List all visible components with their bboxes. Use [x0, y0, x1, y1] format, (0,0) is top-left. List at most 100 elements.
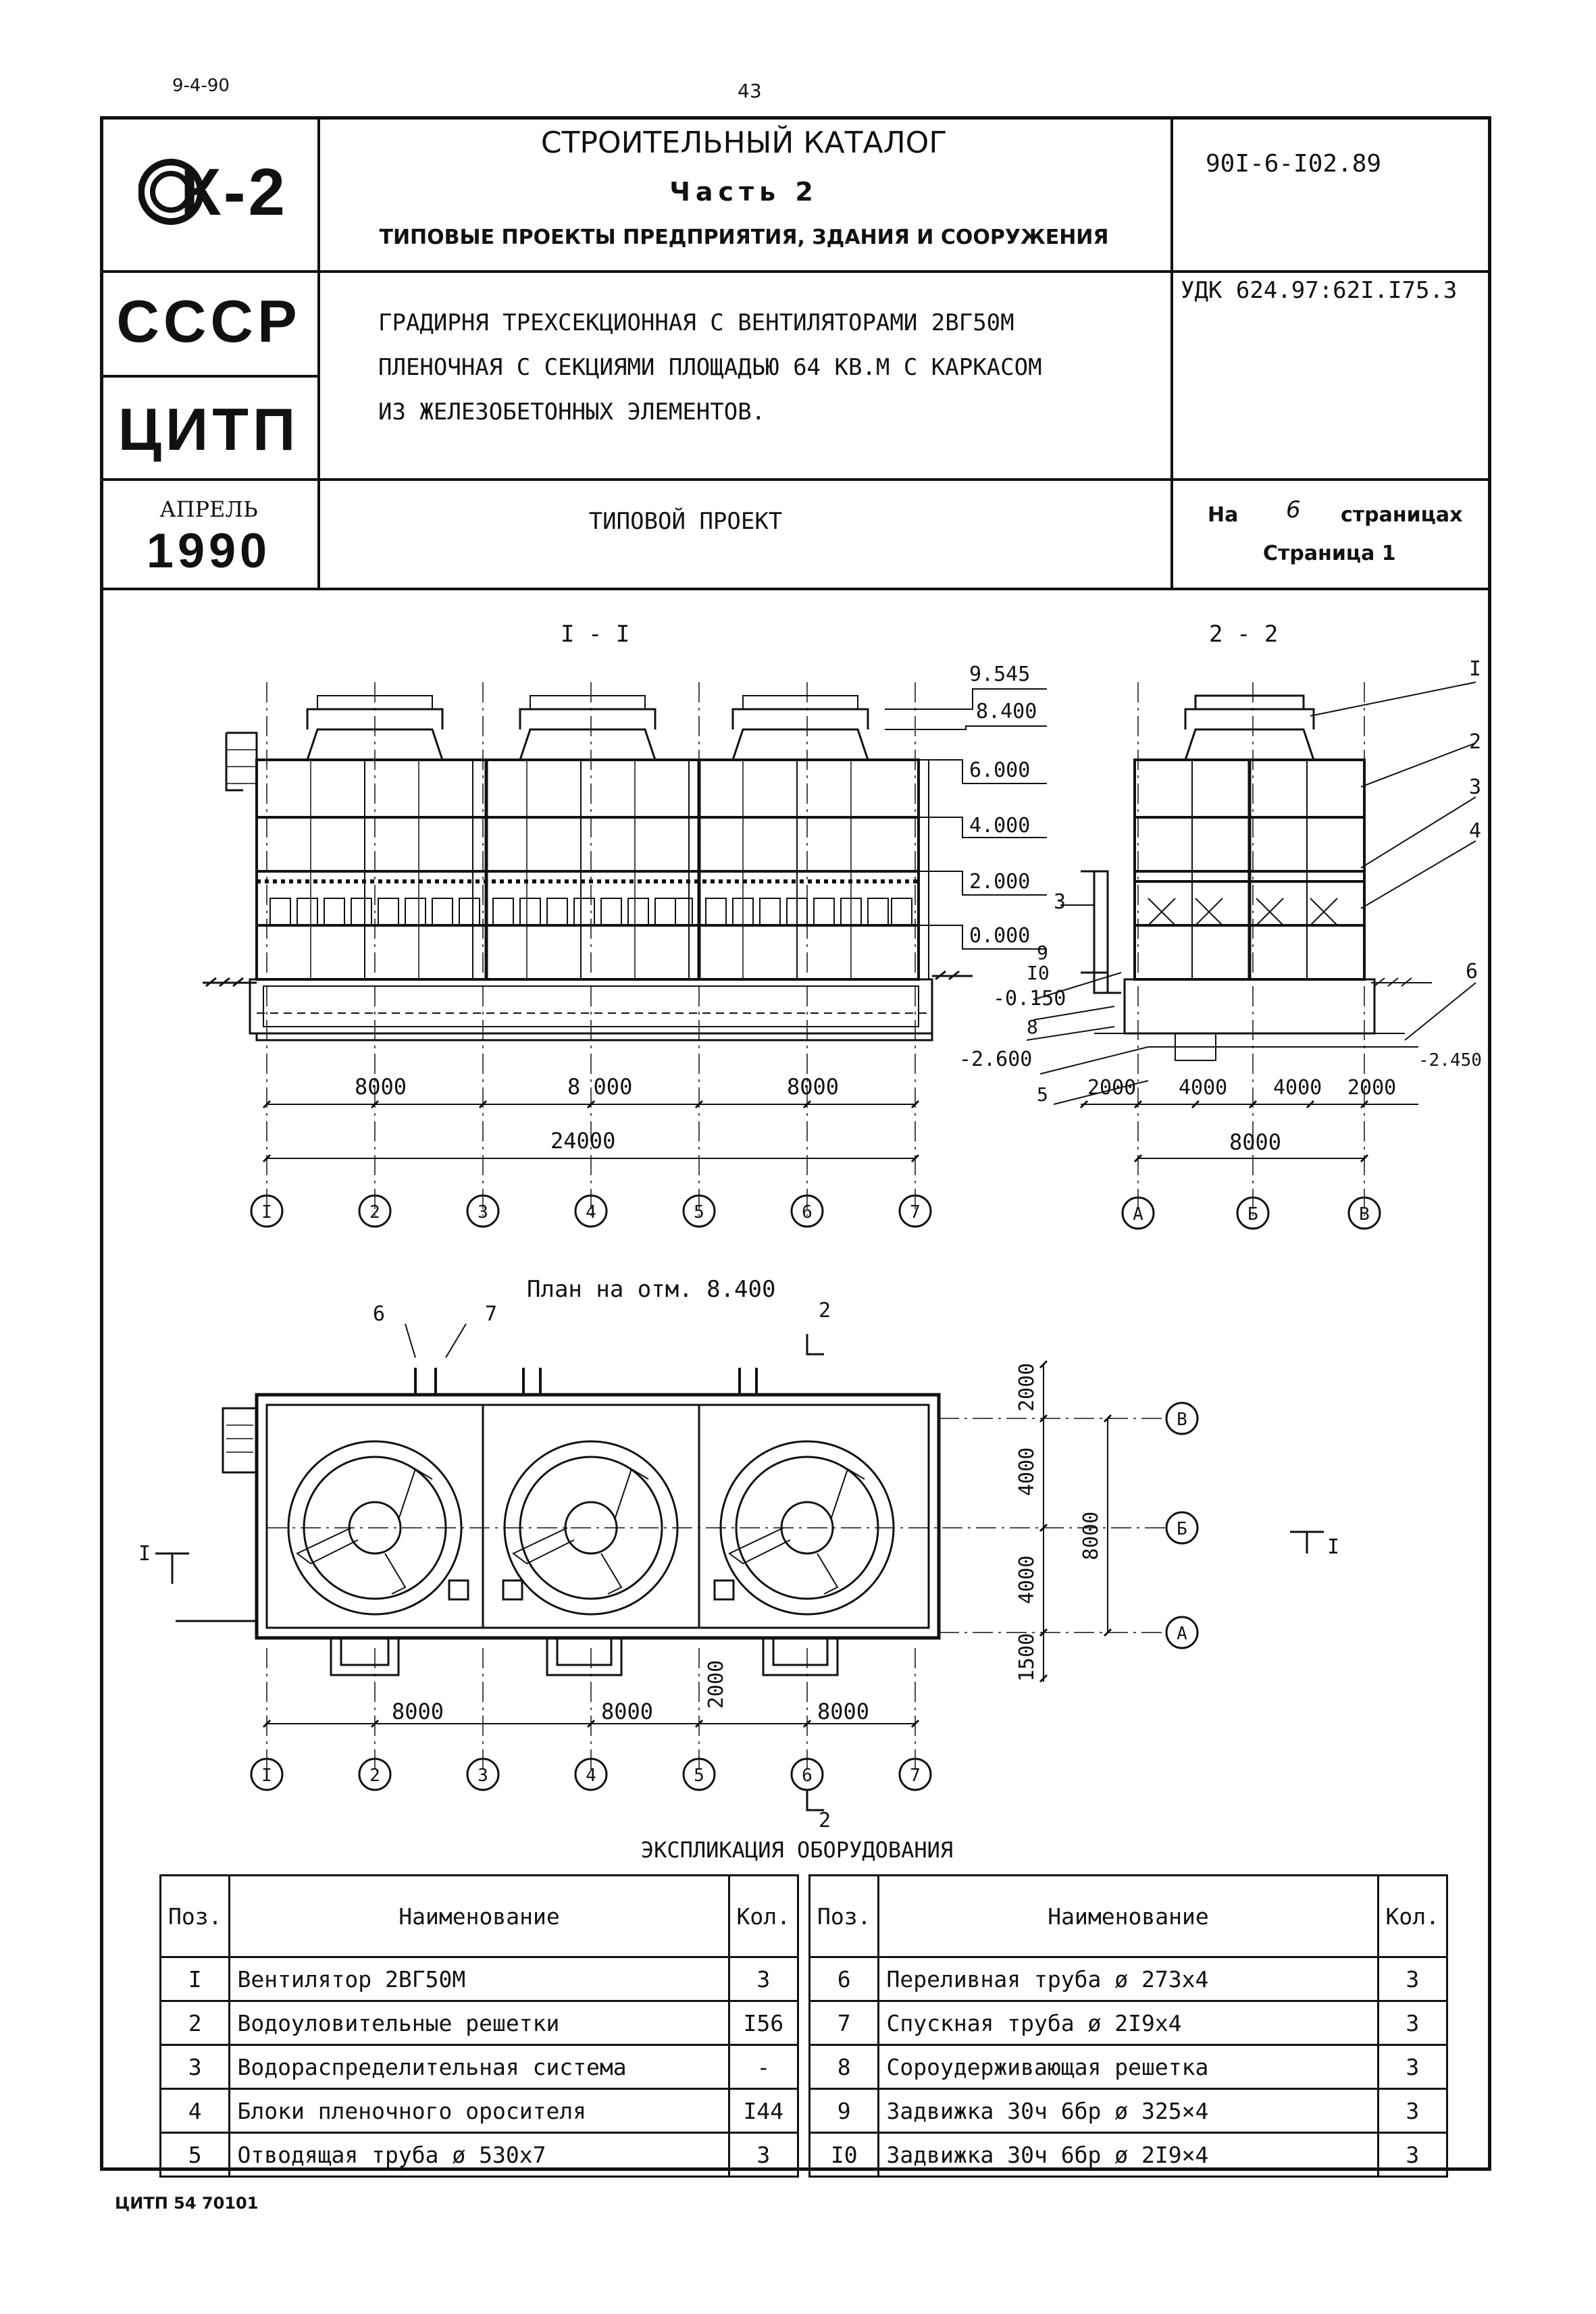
header-qty: Кол. [1376, 1874, 1449, 1958]
table-header: Поз. Наименование Кол. [808, 1874, 1449, 1958]
svg-text:8000: 8000 [392, 1699, 444, 1724]
header-divider [100, 375, 317, 378]
row-name: Водоуловительные решетки [228, 2000, 730, 2046]
svg-text:6: 6 [802, 1766, 813, 1786]
svg-text:3: 3 [478, 1202, 488, 1223]
table-row: I0 Задвижка 30ч 6бр ø 2I9×4 3 [808, 2132, 1449, 2178]
svg-text:А: А [1133, 1204, 1143, 1225]
row-name: Спускная труба ø 2I9х4 [877, 2000, 1379, 2046]
org-citp: ЦИТП [118, 396, 300, 463]
page-label: Страница 1 [1263, 542, 1396, 565]
header-pos: Поз. [808, 1874, 880, 1958]
table-row: 6 Переливная труба ø 273х4 3 [808, 1956, 1449, 2002]
svg-text:А: А [1177, 1624, 1187, 1644]
row-pos: 9 [808, 2088, 880, 2134]
row-pos: 3 [159, 2044, 231, 2090]
svg-text:В: В [1359, 1204, 1370, 1225]
svg-text:4000: 4000 [1015, 1555, 1039, 1604]
svg-text:Б: Б [1247, 1204, 1258, 1225]
section-title: I - I [561, 621, 629, 648]
row-qty: 3 [1376, 2088, 1449, 2134]
svg-text:4: 4 [1469, 819, 1481, 843]
table-row: 8 Сороудерживающая решетка 3 [808, 2044, 1449, 2090]
svg-text:8000: 8000 [1229, 1129, 1281, 1155]
row-name: Вентилятор 2ВГ50М [228, 1956, 730, 2002]
catalog-part: Часть 2 [669, 177, 819, 207]
svg-text:2.000: 2.000 [969, 870, 1030, 894]
equipment-table-right: Поз. Наименование Кол. 6 Переливная труб… [808, 1874, 1449, 2178]
catalog-subtitle: ТИПОВЫЕ ПРОЕКТЫ ПРЕДПРИЯТИЯ, ЗДАНИЯ И СО… [379, 226, 1109, 249]
svg-text:4000: 4000 [1273, 1076, 1322, 1100]
svg-text:5: 5 [694, 1202, 704, 1223]
description-line: ПЛЕНОЧНАЯ С СЕКЦИЯМИ ПЛОЩАДЬЮ 64 КВ.М С … [378, 354, 1042, 381]
row-qty: 3 [1376, 2044, 1449, 2090]
catalog-logo: К-2 [138, 150, 294, 238]
description-line: ИЗ ЖЕЛЕЗОБЕТОННЫХ ЭЛЕМЕНТОВ. [378, 398, 766, 426]
svg-text:24000: 24000 [550, 1128, 615, 1154]
svg-text:8000: 8000 [1079, 1512, 1103, 1560]
row-name: Блоки пленочного оросителя [228, 2088, 730, 2134]
header-pos: Поз. [159, 1874, 231, 1958]
svg-text:I: I [261, 1202, 272, 1223]
svg-text:2000: 2000 [1347, 1076, 1396, 1100]
table-row: 9 Задвижка 30ч 6бр ø 325×4 3 [808, 2088, 1449, 2134]
plan-title: План на отм. 8.400 [527, 1276, 775, 1303]
table-row: 5 Отводящая труба ø 530х7 3 [159, 2132, 800, 2178]
org-ussr: СССР [116, 288, 301, 355]
pages-suffix: страницах [1341, 503, 1463, 527]
row-pos: 5 [159, 2132, 231, 2178]
row-pos: 7 [808, 2000, 880, 2046]
header-divider [100, 478, 1491, 481]
table-row: 4 Блоки пленочного оросителя I44 [159, 2088, 800, 2134]
section-title: 2 - 2 [1209, 621, 1278, 648]
svg-text:0.000: 0.000 [969, 924, 1030, 948]
header-divider [1170, 116, 1173, 589]
table-header: Поз. Наименование Кол. [159, 1874, 800, 1958]
svg-text:6: 6 [1466, 960, 1478, 983]
row-name: Водораспределительная система [228, 2044, 730, 2090]
svg-text:4: 4 [586, 1766, 596, 1786]
row-pos: 8 [808, 2044, 880, 2090]
row-pos: 6 [808, 1956, 880, 2002]
table-row: 7 Спускная труба ø 2I9х4 3 [808, 2000, 1449, 2046]
svg-text:2: 2 [369, 1766, 380, 1786]
row-name: Сороудерживающая решетка [877, 2044, 1379, 2090]
svg-text:7: 7 [910, 1202, 921, 1223]
logo-text: К-2 [180, 155, 288, 229]
svg-text:2: 2 [819, 1299, 831, 1322]
svg-text:4.000: 4.000 [969, 814, 1030, 838]
pages-prefix: На [1208, 503, 1239, 527]
row-qty: 3 [1376, 2000, 1449, 2046]
svg-text:8000: 8000 [787, 1074, 839, 1100]
header-qty: Кол. [727, 1874, 800, 1958]
row-qty: 3 [1376, 2132, 1449, 2178]
svg-text:I: I [261, 1766, 272, 1786]
footer-code: ЦИТП 54 70101 [115, 2194, 259, 2213]
row-qty: - [727, 2044, 800, 2090]
row-qty: 3 [727, 2132, 800, 2178]
row-name: Задвижка 30ч 6бр ø 325×4 [877, 2088, 1379, 2134]
svg-text:8000: 8000 [817, 1699, 869, 1724]
svg-text:I: I [138, 1542, 151, 1566]
pages-count: 6 [1286, 496, 1301, 523]
table-row: 2 Водоуловительные решетки I56 [159, 2000, 800, 2046]
project-description: ГРАДИРНЯ ТРЕХСЕКЦИОННАЯ С ВЕНТИЛЯТОРАМИ … [378, 301, 1042, 434]
header-divider [317, 116, 320, 589]
svg-text:6: 6 [373, 1302, 385, 1326]
svg-text:8 000: 8 000 [567, 1074, 632, 1100]
svg-text:2: 2 [369, 1202, 380, 1223]
row-qty: I56 [727, 2000, 800, 2046]
release-year: 1990 [146, 524, 272, 578]
svg-text:-0.150: -0.150 [993, 987, 1066, 1010]
svg-text:3: 3 [1469, 775, 1481, 799]
svg-text:4000: 4000 [1179, 1076, 1227, 1100]
svg-text:8000: 8000 [601, 1699, 653, 1724]
svg-text:-2.600: -2.600 [959, 1048, 1032, 1071]
row-name: Задвижка 30ч 6бр ø 2I9×4 [877, 2132, 1379, 2178]
svg-text:Б: Б [1177, 1519, 1187, 1539]
udk-code: УДК 624.97:62I.I75.3 [1181, 277, 1458, 304]
row-pos: 4 [159, 2088, 231, 2134]
svg-text:8.400: 8.400 [976, 700, 1037, 723]
svg-text:7: 7 [485, 1302, 497, 1326]
project-code: 90I-6-I02.89 [1206, 150, 1382, 178]
